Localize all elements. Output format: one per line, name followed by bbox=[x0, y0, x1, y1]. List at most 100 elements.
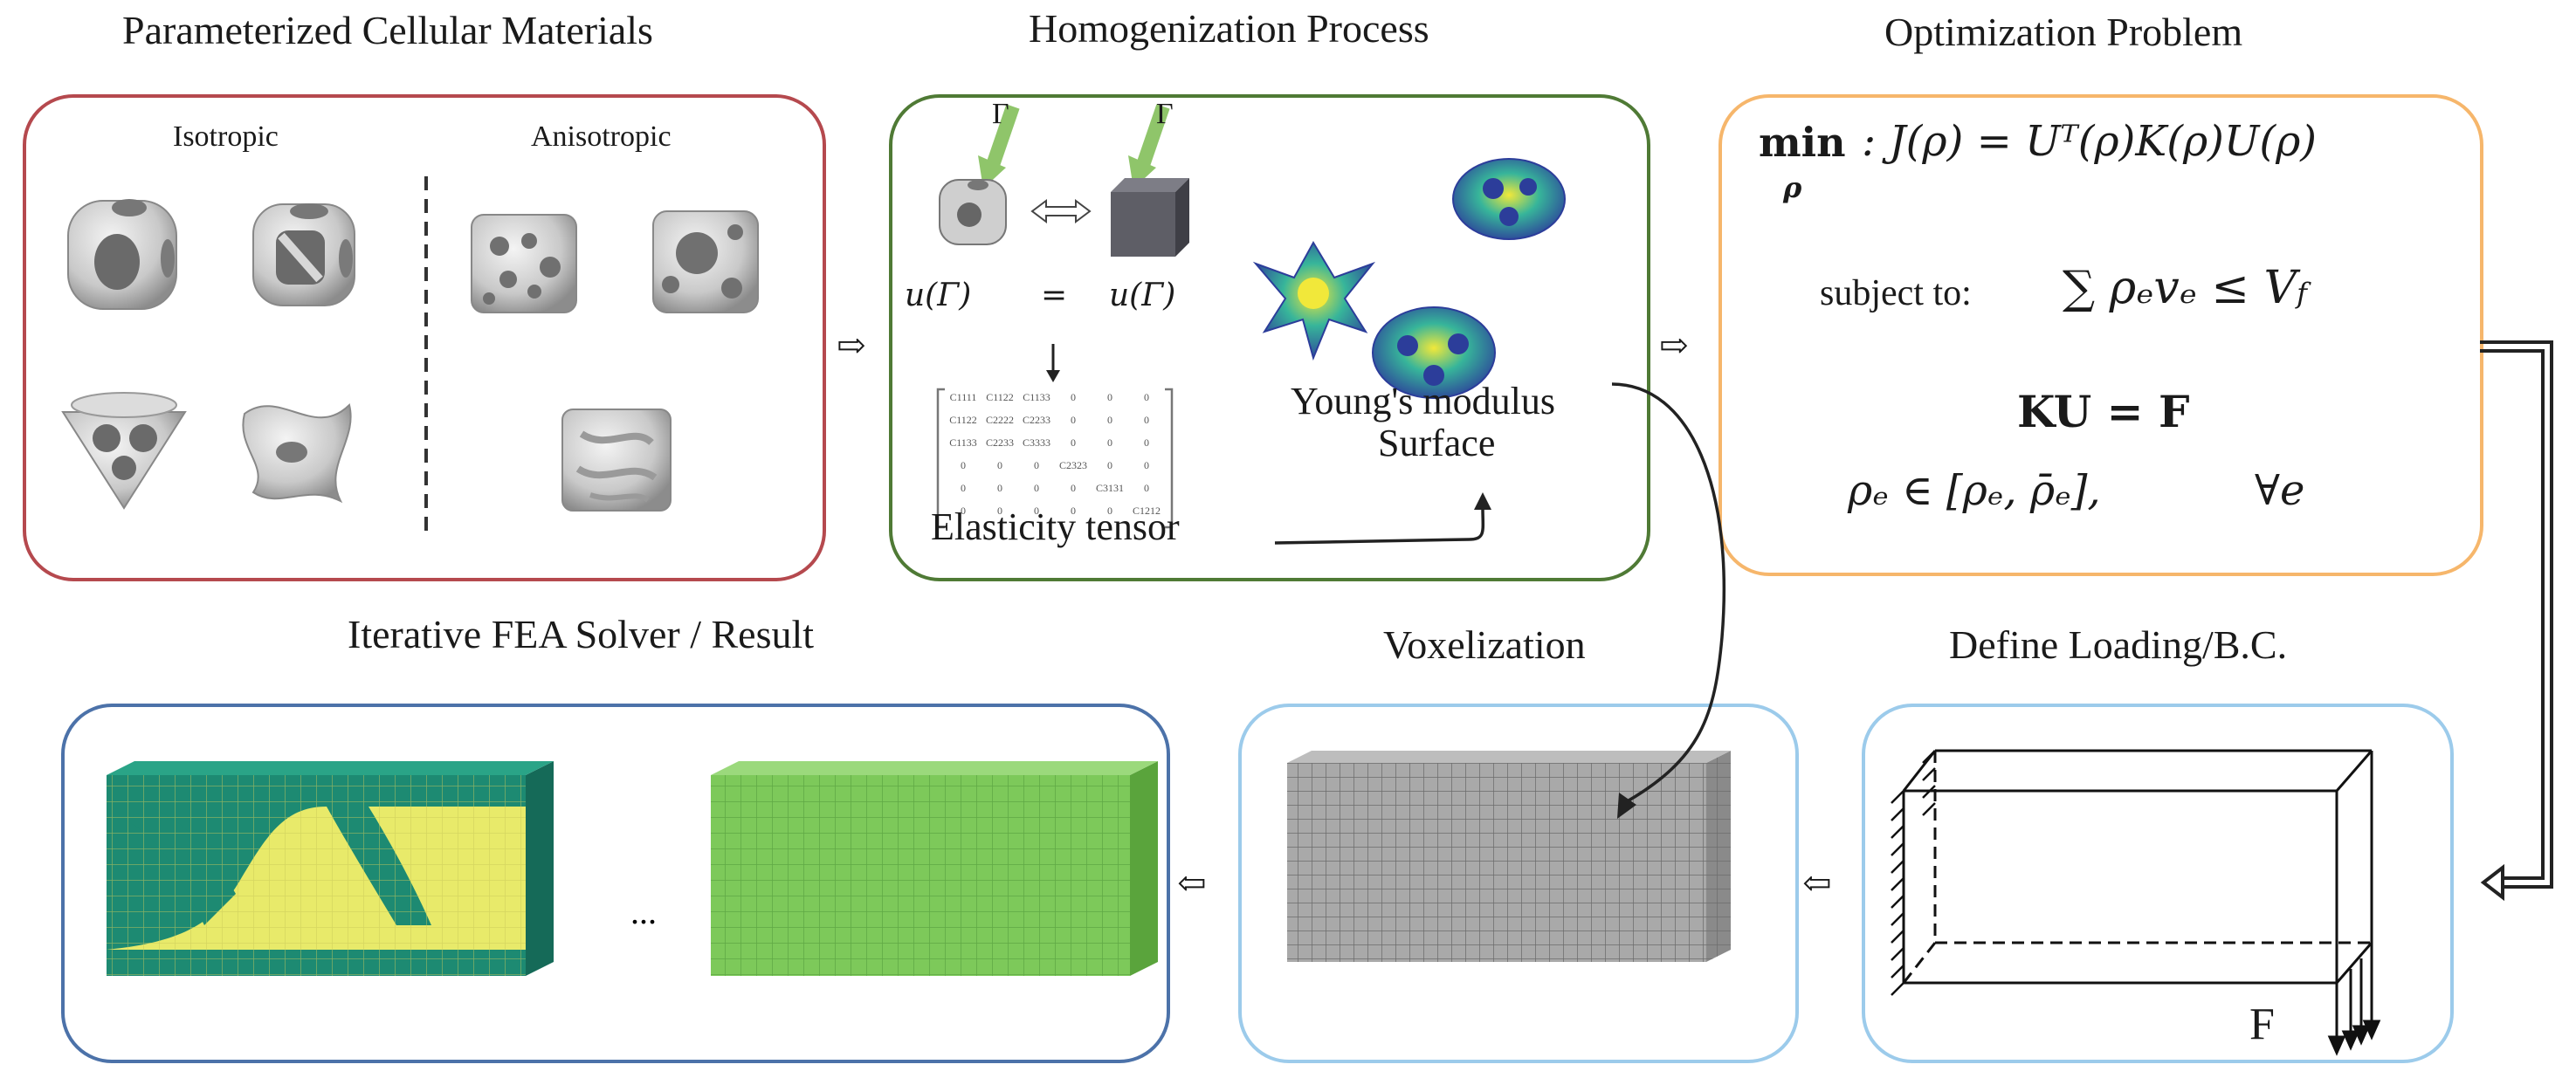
matrix-cell: C3333 bbox=[1022, 436, 1050, 449]
formula-min-sub: ρ bbox=[1783, 171, 1802, 204]
matrix-cell: 0 bbox=[1071, 391, 1076, 403]
matrix-cell: 0 bbox=[1034, 505, 1039, 517]
gamma-arrow-left bbox=[985, 104, 1020, 170]
matrix-cell: C1212 bbox=[1132, 505, 1161, 517]
homogenized-cube bbox=[1111, 178, 1189, 257]
matrix-cell: 0 bbox=[1144, 436, 1149, 449]
matrix-cell: 0 bbox=[961, 505, 966, 517]
label-isotropic: Isotropic bbox=[173, 120, 279, 153]
matrix-cell: 0 bbox=[961, 459, 966, 471]
label-displacement-left: u(Γ) bbox=[905, 278, 972, 313]
matrix-cell: C1133 bbox=[949, 436, 977, 449]
matrix-cell: 0 bbox=[1071, 414, 1076, 426]
optimized-beam bbox=[107, 761, 554, 976]
formula-volume-constraint: ∑ ρₑvₑ ≤ Vf bbox=[2063, 262, 2307, 314]
panel-voxelization bbox=[1238, 704, 1799, 1063]
arrow-loading-to-voxelization: ⇦ bbox=[1802, 863, 1832, 903]
matrix-cell: 0 bbox=[1144, 391, 1149, 403]
formula-min: min bbox=[1759, 119, 1846, 166]
label-gamma-right: Γ bbox=[1156, 98, 1174, 130]
matrix-cell: C1122 bbox=[986, 391, 1014, 403]
label-young-surface: Surface bbox=[1378, 422, 1496, 464]
matrix-cell: C2222 bbox=[985, 414, 1014, 426]
matrix-cell: 0 bbox=[1144, 414, 1149, 426]
arrow-voxelization-to-fea: ⇦ bbox=[1177, 863, 1207, 903]
homogenization-illustration bbox=[936, 104, 1566, 545]
equivalence-arrow bbox=[1030, 199, 1092, 223]
anisotropic-cell-2 bbox=[652, 210, 759, 313]
matrix-cell: 0 bbox=[1107, 459, 1112, 471]
arrow-tensor-to-surface bbox=[1274, 507, 1485, 545]
title-optimization: Optimization Problem bbox=[1884, 10, 2243, 54]
formula-volume-sub: f bbox=[2297, 277, 2307, 310]
isotropic-cell-2 bbox=[252, 203, 355, 306]
matrix-cell: C2323 bbox=[1058, 459, 1087, 471]
gamma-arrow-right bbox=[1135, 104, 1170, 170]
matrix-cell: 0 bbox=[1071, 505, 1076, 517]
young-surface-ellipsoid bbox=[1372, 306, 1496, 399]
loading-bc-illustration bbox=[1891, 749, 2381, 1056]
matrix-cell: C3131 bbox=[1095, 482, 1124, 494]
young-surface-blob bbox=[1452, 158, 1566, 240]
isotropic-cell-1 bbox=[67, 199, 177, 310]
matrix-cell: 0 bbox=[997, 459, 1002, 471]
matrix-cell: C2233 bbox=[985, 436, 1014, 449]
load-arrows bbox=[2327, 943, 2381, 1056]
label-elasticity-tensor: Elasticity tensor bbox=[931, 505, 1180, 548]
formula-density-bounds: ρₑ ∈ [ρₑ, ρ̄ₑ], bbox=[1848, 466, 2101, 515]
label-subject-to: subject to: bbox=[1820, 273, 1972, 313]
title-cellular-materials: Parameterized Cellular Materials bbox=[122, 8, 653, 52]
young-surface-star bbox=[1252, 240, 1376, 361]
matrix-cell: 0 bbox=[1071, 436, 1076, 449]
arrow-surface-to-voxel bbox=[1611, 382, 1726, 819]
label-force: F bbox=[2249, 999, 2275, 1049]
matrix-cell: 0 bbox=[1107, 505, 1112, 517]
formula-objective: : J(ρ) = Uᵀ(ρ)K(ρ)U(ρ) bbox=[1862, 117, 2318, 166]
matrix-cell: 0 bbox=[1107, 436, 1112, 449]
matrix-cell: 0 bbox=[1071, 482, 1076, 494]
formula-forall: ∀e bbox=[2255, 466, 2305, 515]
matrix-cell: C2233 bbox=[1022, 414, 1050, 426]
title-homogenization: Homogenization Process bbox=[1029, 6, 1429, 51]
matrix-cell: 0 bbox=[1144, 459, 1149, 471]
arrow-optimization-to-loading bbox=[2480, 340, 2553, 902]
fea-result-illustration: ... bbox=[107, 761, 1158, 976]
panel-cellular-materials: Isotropic Anisotropic bbox=[23, 94, 826, 581]
unit-cell-small bbox=[939, 179, 1007, 245]
label-gamma-left: Γ bbox=[992, 98, 1009, 130]
formula-equilibrium: KU = F bbox=[2017, 386, 2190, 437]
label-ellipsis: ... bbox=[630, 892, 657, 931]
anisotropic-cell-1 bbox=[471, 214, 577, 313]
matrix-cell: C1122 bbox=[949, 414, 977, 426]
isotropic-cell-4 bbox=[242, 403, 352, 504]
arrow-homogenization-to-optimization: ⇨ bbox=[1659, 326, 1689, 365]
initial-uniform-beam bbox=[711, 761, 1158, 976]
panel-optimization: min ρ : J(ρ) = Uᵀ(ρ)K(ρ)U(ρ) subject to:… bbox=[1718, 94, 2483, 576]
isotropic-cell-3 bbox=[61, 392, 187, 510]
matrix-cell: 0 bbox=[997, 482, 1002, 494]
label-anisotropic: Anisotropic bbox=[531, 120, 672, 153]
matrix-cell: 0 bbox=[961, 482, 966, 494]
label-young-modulus: Young's modulus bbox=[1291, 380, 1555, 422]
arrow-cellular-to-homogenization: ⇨ bbox=[837, 326, 866, 365]
title-loading-bc: Define Loading/B.C. bbox=[1949, 622, 2288, 667]
anisotropic-cell-3 bbox=[561, 409, 672, 512]
panel-fea-solver: ... bbox=[61, 704, 1170, 1063]
fixed-support-hatching bbox=[1891, 750, 1936, 996]
label-equals: = bbox=[1041, 278, 1068, 313]
title-fea-solver: Iterative FEA Solver / Result bbox=[348, 612, 815, 656]
matrix-cell: 0 bbox=[1034, 482, 1039, 494]
label-displacement-right: u(Γ) bbox=[1109, 278, 1176, 313]
matrix-cell: C1111 bbox=[949, 391, 977, 403]
matrix-cell: 0 bbox=[997, 505, 1002, 517]
matrix-cell: C1133 bbox=[1023, 391, 1050, 403]
matrix-cell: 0 bbox=[1107, 414, 1112, 426]
cellular-structures-illustration bbox=[61, 176, 759, 534]
matrix-cell: 0 bbox=[1107, 391, 1112, 403]
panel-loading-bc: F bbox=[1862, 704, 2454, 1063]
matrix-cell: 0 bbox=[1034, 459, 1039, 471]
matrix-cell: 0 bbox=[1144, 482, 1149, 494]
design-domain-wireframe bbox=[1902, 749, 2373, 985]
